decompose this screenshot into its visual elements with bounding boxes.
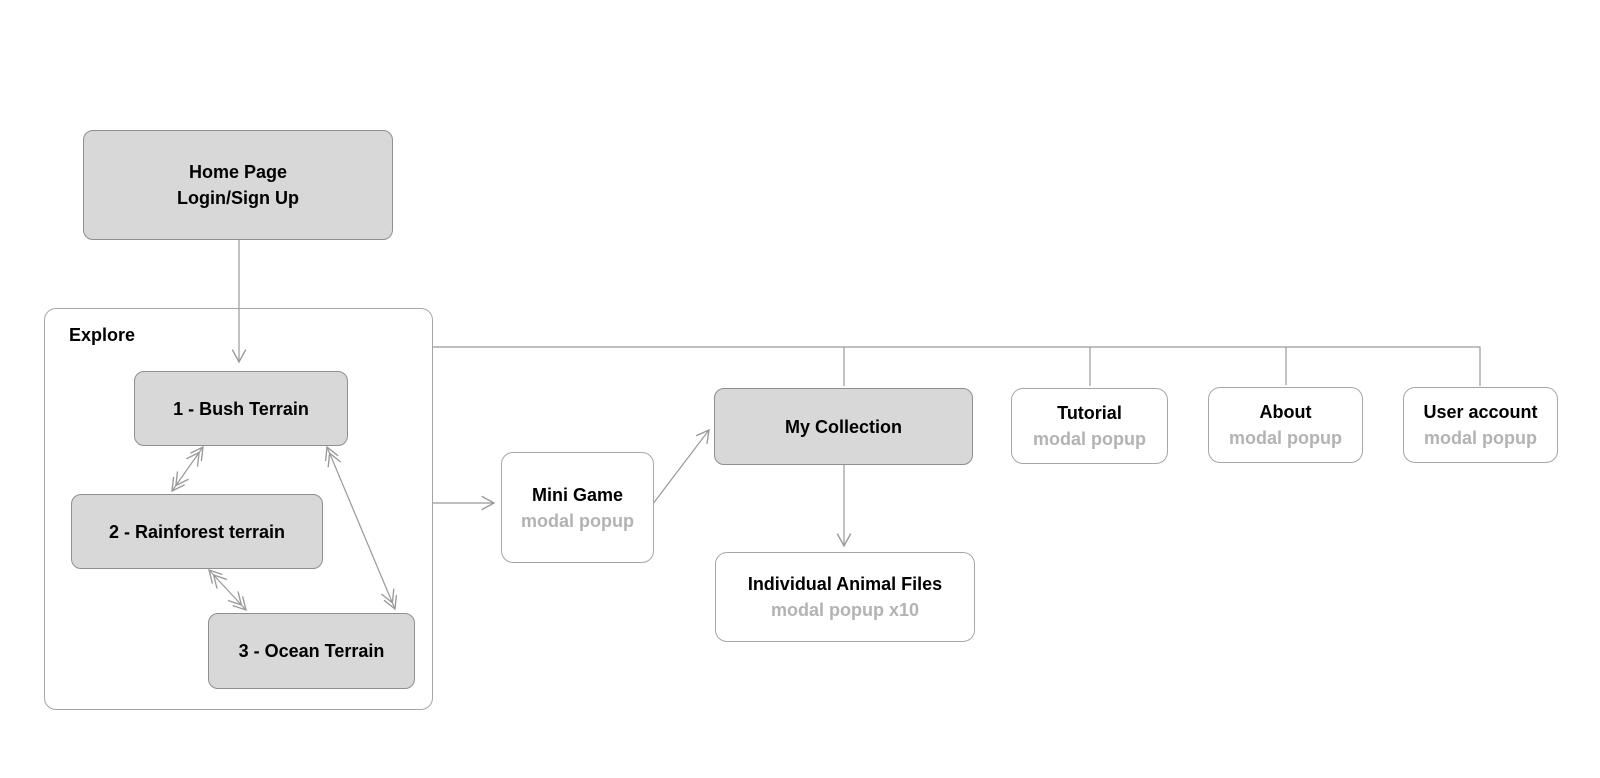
node-tutorial[interactable]: Tutorial modal popup [1011, 388, 1168, 464]
individual-animal-files-subtitle: modal popup x10 [770, 600, 920, 620]
user-account-subtitle: modal popup [1424, 428, 1537, 448]
about-subtitle: modal popup [1229, 428, 1342, 448]
node-ocean-terrain[interactable]: 3 - Ocean Terrain [208, 613, 415, 689]
about-label: About [1259, 402, 1312, 422]
node-home-page[interactable]: Home Page Login/Sign Up [83, 130, 393, 240]
node-bush-terrain[interactable]: 1 - Bush Terrain [134, 371, 348, 446]
edge-rail-explore-to-user-account [433, 346, 1481, 386]
tutorial-subtitle: modal popup [1033, 429, 1146, 449]
node-rainforest-terrain[interactable]: 2 - Rainforest terrain [71, 494, 323, 569]
home-page-label-line1: Home Page [188, 162, 288, 182]
explore-group-label: Explore [69, 325, 136, 345]
edge-mini-game-to-my-collection [645, 428, 710, 514]
node-my-collection[interactable]: My Collection [714, 388, 973, 465]
explore-group[interactable]: Explore 1 - Bush Terrain 2 - Rainforest … [44, 308, 433, 710]
home-page-label-line2: Login/Sign Up [177, 188, 299, 208]
node-mini-game[interactable]: Mini Game modal popup [501, 452, 654, 563]
mini-game-label: Mini Game [531, 484, 624, 505]
rainforest-terrain-label: 2 - Rainforest terrain [108, 521, 286, 542]
tutorial-label: Tutorial [1057, 403, 1122, 423]
my-collection-label: My Collection [784, 416, 902, 437]
individual-animal-files-label: Individual Animal Files [747, 574, 943, 594]
mini-game-subtitle: modal popup [521, 510, 634, 531]
node-about[interactable]: About modal popup [1208, 387, 1363, 463]
node-individual-animal-files[interactable]: Individual Animal Files modal popup x10 [715, 552, 975, 642]
ocean-terrain-label: 3 - Ocean Terrain [238, 641, 385, 661]
bush-terrain-label: 1 - Bush Terrain [173, 398, 309, 419]
node-user-account[interactable]: User account modal popup [1403, 387, 1558, 463]
user-account-label: User account [1423, 402, 1538, 422]
